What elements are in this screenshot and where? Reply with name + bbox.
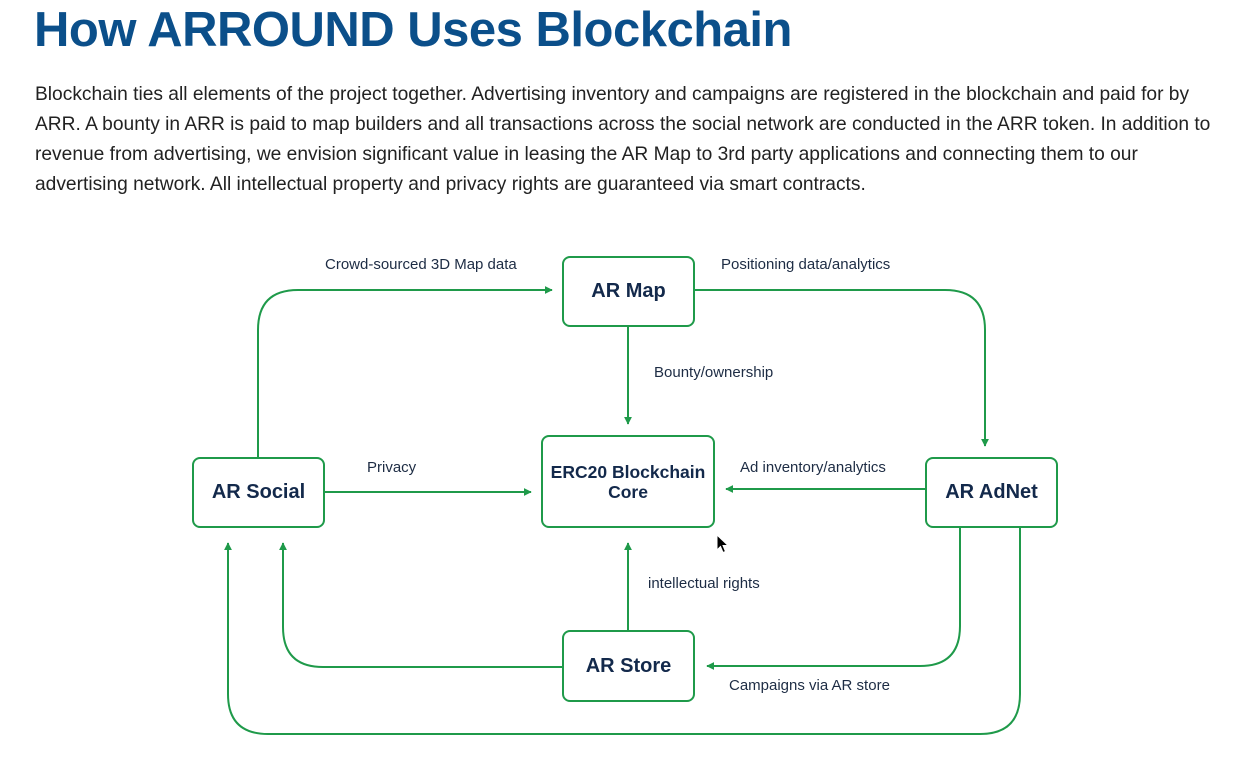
page-title: How ARROUND Uses Blockchain [34, 3, 792, 57]
node-erc20-core: ERC20 Blockchain Core [541, 435, 715, 528]
edge-social-to-map [257, 286, 553, 458]
node-ar-store: AR Store [562, 630, 695, 702]
edge-label-crowd-sourced: Crowd-sourced 3D Map data [325, 256, 517, 273]
edge-store-to-social [279, 542, 563, 668]
node-ar-map: AR Map [562, 256, 695, 327]
intro-paragraph: Blockchain ties all elements of the proj… [35, 84, 1211, 195]
edge-map-to-adnet [695, 289, 989, 447]
edge-label-positioning: Positioning data/analytics [721, 256, 891, 273]
mouse-cursor-icon [716, 534, 730, 554]
node-erc20-core-line1: ERC20 Blockchain [550, 461, 706, 482]
edge-label-bounty: Bounty/ownership [654, 364, 774, 381]
node-ar-adnet: AR AdNet [925, 457, 1058, 528]
edge-label-privacy: Privacy [367, 459, 417, 476]
node-erc20-core-line2: Core [608, 481, 648, 502]
node-ar-social: AR Social [192, 457, 325, 528]
edge-adnet-to-store [706, 528, 961, 670]
edge-label-ad-inventory: Ad inventory/analytics [740, 459, 886, 476]
edge-label-intellectual: intellectual rights [648, 575, 760, 592]
edge-adnet-to-social [224, 528, 1021, 735]
edge-label-campaigns: Campaigns via AR store [729, 677, 890, 694]
